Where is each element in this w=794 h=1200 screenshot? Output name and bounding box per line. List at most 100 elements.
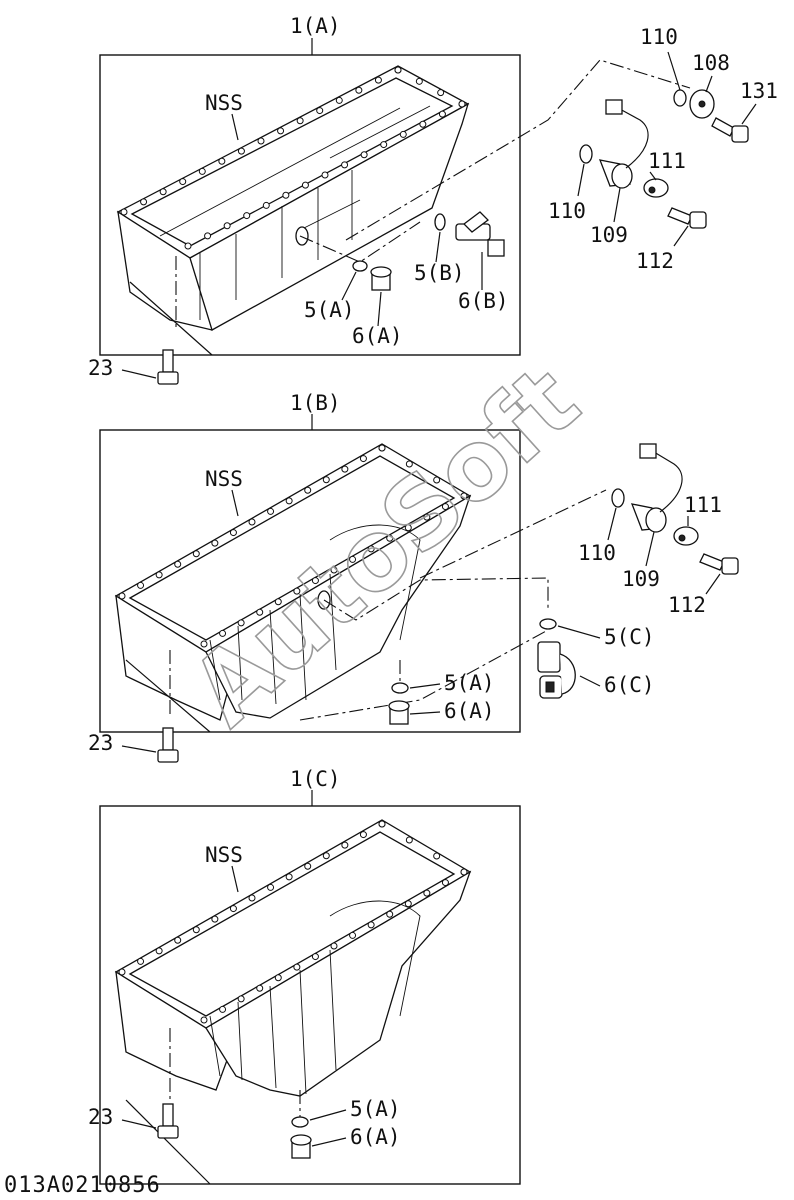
flange-hole [360, 151, 368, 159]
flange-hole [386, 910, 394, 918]
flange-hole [155, 571, 163, 579]
bolt-112-b-icon [699, 553, 739, 575]
flange-hole [399, 130, 407, 138]
flange-hole [316, 107, 324, 115]
flange-hole [274, 598, 282, 606]
flange-hole [223, 222, 231, 230]
flange-hole [200, 1016, 208, 1024]
flange-hole [349, 931, 357, 939]
flange-hole [184, 242, 192, 250]
flange-hole [335, 96, 343, 104]
callout-109-a: 109 [590, 223, 628, 247]
oil-pan-a [116, 65, 470, 331]
callout-6b: 6(B) [458, 289, 509, 313]
flange-hole [394, 66, 402, 74]
flange-hole [229, 529, 237, 537]
clamp-111-a-icon [643, 178, 669, 198]
flange-holes-c [118, 820, 468, 1024]
bolt-131-icon [711, 117, 749, 143]
flange-hole [458, 100, 466, 108]
flange-hole [405, 460, 413, 468]
flange-hole [267, 507, 275, 515]
callout-110-top: 110 [640, 25, 678, 49]
flange-hole [277, 127, 285, 135]
flange-hole [321, 171, 329, 179]
flange-hole [301, 181, 309, 189]
flange-hole [441, 879, 449, 887]
flange-hole [237, 995, 245, 1003]
flange-hole [378, 820, 386, 828]
flange-hole [262, 201, 270, 209]
callout-110-b: 110 [578, 541, 616, 565]
flange-hole [219, 629, 227, 637]
section-a-frame [99, 54, 521, 356]
flange-hole [257, 137, 265, 145]
flange-hole [248, 894, 256, 902]
flange-hole [155, 947, 163, 955]
bolt-112-a-icon [667, 207, 707, 229]
flange-hole [433, 476, 441, 484]
flange-hole [118, 592, 126, 600]
flange-hole [256, 608, 264, 616]
clamp-111-b-icon [673, 526, 699, 546]
flange-hole [120, 208, 128, 216]
callout-6a-section-c: 6(A) [350, 1125, 401, 1149]
flange-hole [304, 862, 312, 870]
section-a-title: 1(A) [290, 14, 341, 38]
flange-hole [322, 476, 330, 484]
flange-hole [437, 89, 445, 97]
section-c-frame [99, 805, 521, 1185]
flange-hole [330, 566, 338, 574]
flange-hole [330, 942, 338, 950]
callout-23-c: 23 [88, 1105, 113, 1129]
callout-109-b: 109 [622, 567, 660, 591]
callout-5c: 5(C) [604, 625, 655, 649]
drawing-code: 013A0210856 [4, 1173, 161, 1198]
section-b-title: 1(B) [290, 391, 341, 415]
flange-hole [355, 86, 363, 94]
flange-hole [159, 188, 167, 196]
flange-hole [285, 873, 293, 881]
callout-111-a: 111 [648, 149, 686, 173]
callout-112-b: 112 [668, 593, 706, 617]
flange-hole [441, 503, 449, 511]
flange-hole [359, 455, 367, 463]
callout-6c: 6(C) [604, 673, 655, 697]
flange-hole [192, 926, 200, 934]
flange-hole [174, 936, 182, 944]
flange-hole [419, 120, 427, 128]
o-ring-110-top-icon [673, 89, 687, 107]
flange-hole [311, 577, 319, 585]
flange-hole [380, 141, 388, 149]
flange-hole [243, 212, 251, 220]
flange-hole [367, 545, 375, 553]
cover-108-icon [689, 89, 715, 119]
section-b: 1(B) NSS 5(A) 6(A) [88, 391, 739, 763]
flange-hole [374, 76, 382, 84]
flange-hole [200, 640, 208, 648]
flange-hole [405, 836, 413, 844]
flange-hole [137, 581, 145, 589]
gasket-5c-icon [539, 618, 557, 630]
bolt-23-b-icon [157, 727, 179, 763]
flange-hole [174, 560, 182, 568]
flange-hole [285, 497, 293, 505]
callout-5a-section-b: 5(A) [444, 671, 495, 695]
flange-hole [341, 465, 349, 473]
callout-5a-section-a: 5(A) [304, 298, 355, 322]
flange-hole [304, 486, 312, 494]
flange-hole [211, 539, 219, 547]
gasket-5a-icon [352, 260, 368, 272]
flange-hole [359, 831, 367, 839]
flange-hole [256, 984, 264, 992]
flange-hole [460, 492, 468, 500]
flange-hole [367, 921, 375, 929]
o-ring-110-a-icon [579, 144, 593, 164]
flange-hole [415, 77, 423, 85]
flange-hole [404, 524, 412, 532]
gasket-5a-b-icon [391, 682, 409, 694]
flange-hole [118, 968, 126, 976]
flange-hole [341, 841, 349, 849]
flange-hole [137, 957, 145, 965]
